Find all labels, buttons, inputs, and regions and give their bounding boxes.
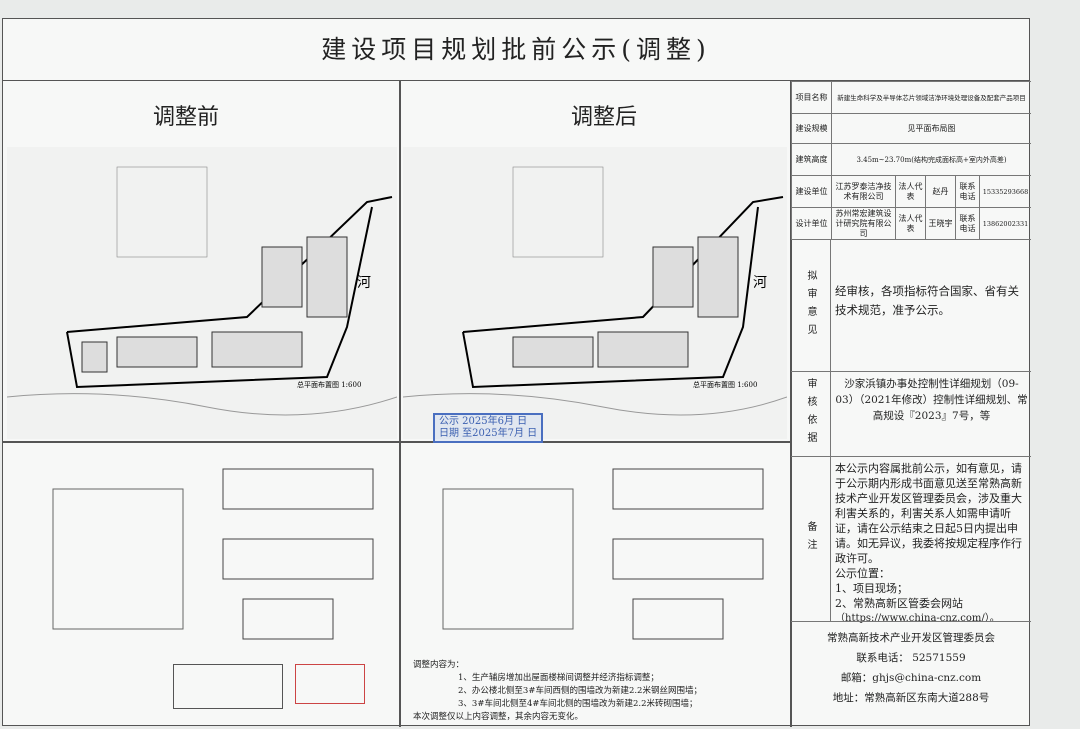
notice-sheet: 建设项目规划批前公示(调整) 调整前 调整后 河 总平面布置图 1:600 河 … <box>2 18 1031 727</box>
elevations-after <box>442 468 764 640</box>
info-table: 项目名称新建生命科学及半导体芯片领域洁净环境处理设备及配套产品项目 建设规模见平… <box>791 81 1031 239</box>
divider <box>399 81 401 727</box>
before-label: 调整前 <box>153 105 220 130</box>
basis-section: 审核依据 沙家浜镇办事处控制性详细规划（09-03）（2021年修改）控制性详细… <box>791 371 1031 456</box>
site-plan-after: 河 总平面布置图 1:600 <box>403 147 787 439</box>
divider <box>3 441 790 443</box>
remarks-section: 备注 本公示内容属批前公示，如有意见，请于公示期内形成书面意见送至常熟高新技术产… <box>791 456 1031 624</box>
plan-caption: 总平面布置图 1:600 <box>693 380 757 389</box>
footer-contact: 常熟高新技术产业开发区管理委员会 联系电话： 52571559 邮箱：ghjs@… <box>791 621 1031 727</box>
site-plan-before: 河 总平面布置图 1:600 <box>7 147 397 439</box>
river-label: 河 <box>753 275 767 291</box>
divider <box>790 81 792 727</box>
plan-caption: 总平面布置图 1:600 <box>297 380 361 389</box>
opinion-section: 拟审意见 经审核，各项指标符合国家、省有关技术规范，准予公示。 <box>791 239 1031 371</box>
river-label: 河 <box>357 275 371 291</box>
page-title: 建设项目规划批前公示(调整) <box>3 19 1029 81</box>
adjustment-notes: 调整内容为： 1、生产辅房增加出屋面楼梯间调整并经济指标调整； 2、办公楼北侧至… <box>413 660 702 722</box>
design-seal <box>173 664 283 709</box>
elevations-before <box>52 468 374 640</box>
after-label: 调整后 <box>571 105 638 130</box>
approval-seal <box>295 664 365 704</box>
publicity-stamp: 公示 2025年6月 日日期 至2025年7月 日 <box>433 413 544 443</box>
